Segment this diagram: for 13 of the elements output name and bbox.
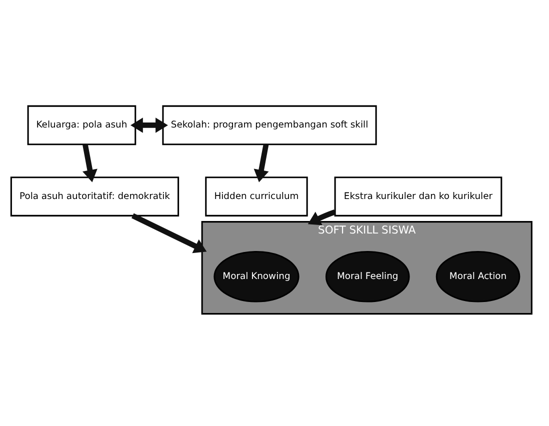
- node-box: Sekolah: program pengembangan soft skill: [162, 105, 377, 146]
- node-ellipse: Moral Feeling: [325, 250, 410, 302]
- node-ellipse: Moral Knowing: [214, 250, 300, 302]
- node-box: Ekstra kurikuler dan ko kurikuler: [334, 176, 502, 216]
- arrow: [132, 213, 207, 254]
- node-box: Keluarga: pola asuh: [27, 105, 136, 146]
- node-box: Hidden curriculum: [205, 176, 308, 216]
- node-ellipse: Moral Action: [436, 250, 520, 302]
- node-box: Pola asuh autoritatif: demokratik: [10, 176, 180, 216]
- arrow: [308, 210, 336, 226]
- arrow: [82, 144, 98, 182]
- arrow: [130, 118, 168, 133]
- arrow: [254, 144, 269, 182]
